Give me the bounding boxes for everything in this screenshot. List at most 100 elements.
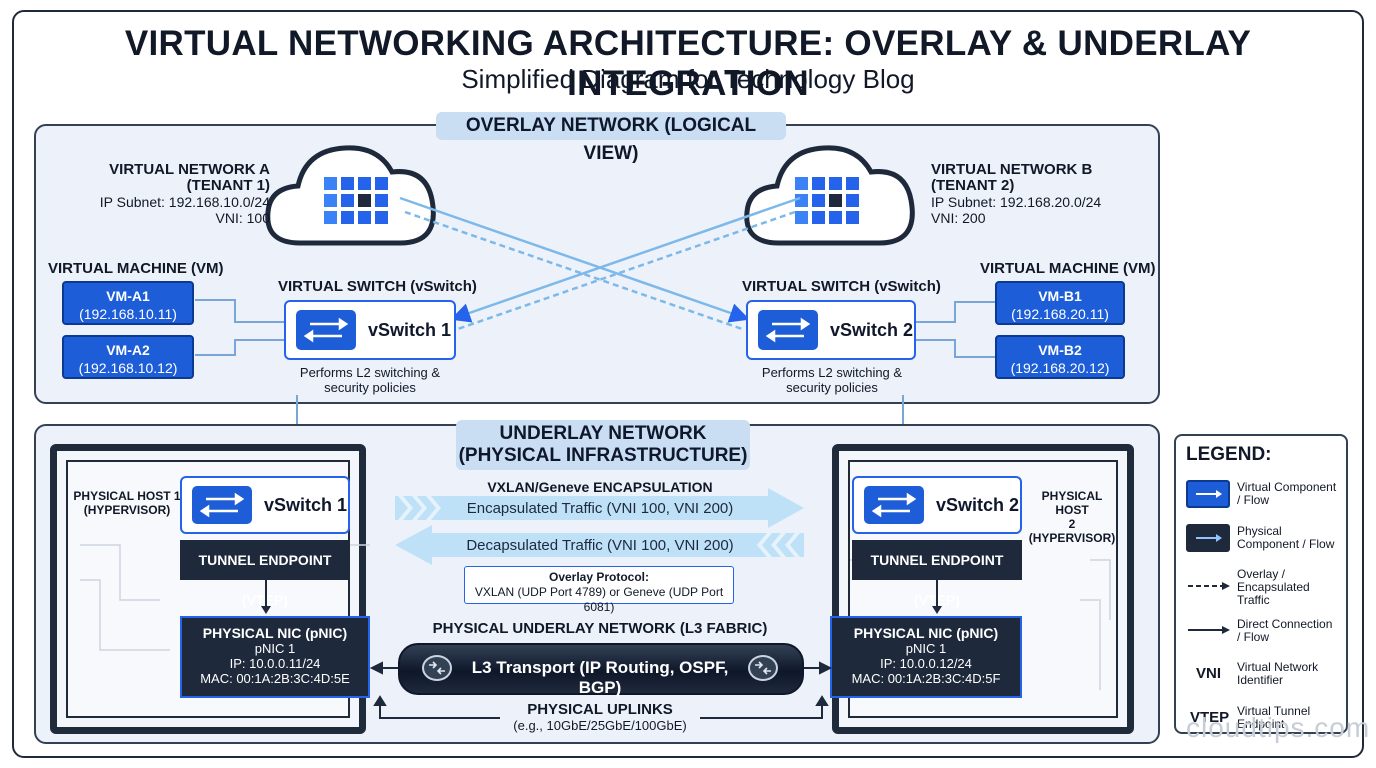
vm-b1[interactable]: VM-B1 (192.168.20.11) bbox=[995, 281, 1125, 325]
vm-b1-ip: (192.168.20.11) bbox=[1011, 306, 1109, 322]
switch-icon bbox=[864, 486, 924, 524]
fabric-title: PHYSICAL UNDERLAY NETWORK (L3 FABRIC) bbox=[432, 620, 768, 637]
vm-a1[interactable]: VM-A1 (192.168.10.11) bbox=[62, 281, 194, 325]
vtep-2-arrow bbox=[932, 580, 942, 614]
router-icon-right bbox=[748, 655, 778, 681]
network-a-name: VIRTUAL NETWORK A bbox=[109, 161, 270, 178]
pnic-1-mac: MAC: 00:1A:2B:3C:4D:5E bbox=[200, 671, 350, 686]
switch-icon bbox=[192, 486, 252, 524]
pnic-2-ip: IP: 10.0.0.12/24 bbox=[880, 656, 972, 671]
legend-vtep-text: Virtual Tunnel Endpoint bbox=[1237, 705, 1310, 731]
network-b-vni: VNI: 200 bbox=[931, 210, 986, 226]
legend-item-3-line2: Encapsulated bbox=[1237, 580, 1310, 594]
network-b-subnet: IP Subnet: 192.168.20.0/24 bbox=[931, 194, 1102, 210]
watermark: cloudtips.com bbox=[1186, 712, 1371, 743]
vswitch-1-desc: Performs L2 switching & security policie… bbox=[270, 365, 470, 395]
legend-item-2-line2: Component / Flow bbox=[1237, 537, 1335, 551]
host-1-name: PHYSICAL HOST 1 (HYPERVISOR) bbox=[72, 489, 182, 517]
legend-item-6-line2: Endpoint bbox=[1237, 717, 1285, 731]
protocol-title: Overlay Protocol: bbox=[548, 570, 650, 584]
network-b-info: VIRTUAL NETWORK B (TENANT 2) IP Subnet: … bbox=[931, 161, 1151, 227]
switch-icon bbox=[758, 310, 818, 350]
vswitch-1-underlay[interactable]: vSwitch 1 bbox=[180, 476, 350, 534]
legend-vni-text: Virtual Network Identifier bbox=[1237, 661, 1318, 687]
legend-virtual-text: Virtual Component / Flow bbox=[1237, 481, 1336, 507]
vswitch-1-overlay[interactable]: vSwitch 1 bbox=[284, 300, 456, 360]
legend-item-4-line2: / Flow bbox=[1237, 630, 1270, 644]
overlay-flow-arrows bbox=[399, 196, 801, 332]
vswitch-2-overlay[interactable]: vSwitch 2 bbox=[746, 300, 916, 360]
vtep-1[interactable]: TUNNEL ENDPOINT (VTEP) bbox=[180, 540, 350, 608]
network-b-name: VIRTUAL NETWORK B bbox=[931, 161, 1093, 178]
underlay-label: UNDERLAY NETWORK (PHYSICAL INFRASTRUCTUR… bbox=[456, 420, 750, 470]
legend-physical-text: Physical Component / Flow bbox=[1237, 525, 1334, 551]
pnic-1-ip: IP: 10.0.0.11/24 bbox=[229, 656, 321, 671]
vswitch-2-label: vSwitch 2 bbox=[830, 320, 914, 340]
legend-item-3-line3: Traffic bbox=[1237, 593, 1270, 607]
legend-dashed-arrow-icon bbox=[1188, 582, 1230, 590]
vm-a2-name: VM-A2 bbox=[106, 342, 150, 358]
legend-solid-arrow-icon bbox=[1188, 626, 1230, 634]
vm-b2[interactable]: VM-B2 (192.168.20.12) bbox=[995, 335, 1125, 379]
legend-overlay-text: Overlay / Encapsulated Traffic bbox=[1237, 568, 1310, 607]
pnic-1[interactable]: PHYSICAL NIC (pNIC) pNIC 1 IP: 10.0.0.11… bbox=[180, 616, 370, 698]
encap-title: VXLAN/Geneve ENCAPSULATION bbox=[487, 479, 713, 495]
vswitch-2-desc-line2: security policies bbox=[786, 380, 878, 395]
protocol-box: Overlay Protocol: VXLAN (UDP Port 4789) … bbox=[464, 566, 734, 614]
legend-item-2-line1: Physical bbox=[1237, 524, 1282, 538]
vswitch-label-right: VIRTUAL SWITCH (vSwitch) bbox=[742, 278, 941, 295]
host-2-name-line1: PHYSICAL HOST bbox=[1041, 489, 1103, 517]
outer-frame bbox=[12, 10, 1364, 758]
vm-a1-name: VM-A1 bbox=[106, 288, 150, 304]
router-icon-left bbox=[422, 655, 452, 681]
legend-item-6-line1: Virtual Tunnel bbox=[1237, 704, 1311, 718]
vswitch-2-underlay-label: vSwitch 2 bbox=[936, 495, 1020, 515]
network-a-subnet: IP Subnet: 192.168.10.0/24 bbox=[99, 194, 270, 210]
host-2-name: PHYSICAL HOST 2 (HYPERVISOR) bbox=[1024, 489, 1120, 545]
overlay-label: OVERLAY NETWORK (LOGICAL VIEW) bbox=[436, 112, 786, 164]
network-b-tenant: (TENANT 2) bbox=[931, 177, 1015, 194]
switch-icon bbox=[296, 310, 356, 350]
vm-a2[interactable]: VM-A2 (192.168.10.12) bbox=[62, 335, 194, 379]
legend-item-4-line1: Direct Connection bbox=[1237, 617, 1333, 631]
legend-item-1-line2: / Flow bbox=[1237, 493, 1270, 507]
encap-traffic-label: Encapsulated Traffic (VNI 100, VNI 200) bbox=[466, 500, 734, 517]
legend-title: LEGEND: bbox=[1186, 444, 1272, 465]
page-title: VIRTUAL NETWORKING ARCHITECTURE: OVERLAY… bbox=[124, 24, 1252, 103]
vm-b2-ip: (192.168.20.12) bbox=[1010, 360, 1110, 376]
vm-b1-name: VM-B1 bbox=[1038, 288, 1082, 304]
legend-item-5-line2: Identifier bbox=[1237, 673, 1284, 687]
vm-label-left: VIRTUAL MACHINE (VM) bbox=[48, 260, 224, 277]
pnic-1-title: PHYSICAL NIC (pNIC) bbox=[202, 625, 348, 641]
protocol-desc: VXLAN (UDP Port 4789) or Geneve (UDP Por… bbox=[474, 585, 724, 614]
vswitch-1-underlay-label: vSwitch 1 bbox=[264, 495, 348, 515]
vm-b2-name: VM-B2 bbox=[1038, 342, 1082, 358]
vm-a2-ip: (192.168.10.12) bbox=[78, 360, 178, 376]
vswitch-2-underlay[interactable]: vSwitch 2 bbox=[852, 476, 1022, 534]
pnic-2-title: PHYSICAL NIC (pNIC) bbox=[853, 625, 999, 641]
legend-item-1-line1: Virtual Component bbox=[1237, 480, 1337, 494]
vswitch-1-label: vSwitch 1 bbox=[368, 320, 452, 340]
uplinks-desc: (e.g., 10GbE/25GbE/100GbE) bbox=[513, 718, 687, 733]
decap-traffic-label: Decapsulated Traffic (VNI 100, VNI 200) bbox=[466, 537, 734, 554]
network-grid-a-icon bbox=[324, 177, 388, 224]
host-1-name-line1: PHYSICAL HOST 1 bbox=[73, 489, 181, 503]
legend-vtep-abbr: VTEP bbox=[1190, 709, 1230, 726]
fabric-transport-label: L3 Transport (IP Routing, OSPF, BGP) bbox=[471, 658, 729, 697]
legend-item-3-line1: Overlay / bbox=[1237, 567, 1286, 581]
vtep-2[interactable]: TUNNEL ENDPOINT (VTEP) bbox=[852, 540, 1022, 608]
vm-label-right: VIRTUAL MACHINE (VM) bbox=[980, 260, 1156, 277]
pnic-2[interactable]: PHYSICAL NIC (pNIC) pNIC 1 IP: 10.0.0.12… bbox=[830, 616, 1022, 698]
legend-direct-text: Direct Connection / Flow bbox=[1237, 618, 1332, 644]
underlay-label-line1: UNDERLAY NETWORK bbox=[499, 423, 707, 444]
vswitch-2-desc-line1: Performs L2 switching & bbox=[761, 365, 903, 380]
host-2-name-line2: 2 (HYPERVISOR) bbox=[1028, 517, 1116, 545]
vtep-1-arrow bbox=[261, 580, 271, 614]
page-subtitle: Simplified Diagram for Technology Blog bbox=[461, 64, 915, 94]
legend-vni-abbr: VNI bbox=[1196, 665, 1222, 682]
l3-fabric-tube bbox=[398, 643, 804, 695]
network-a-info: VIRTUAL NETWORK A (TENANT 1) IP Subnet: … bbox=[60, 161, 270, 227]
